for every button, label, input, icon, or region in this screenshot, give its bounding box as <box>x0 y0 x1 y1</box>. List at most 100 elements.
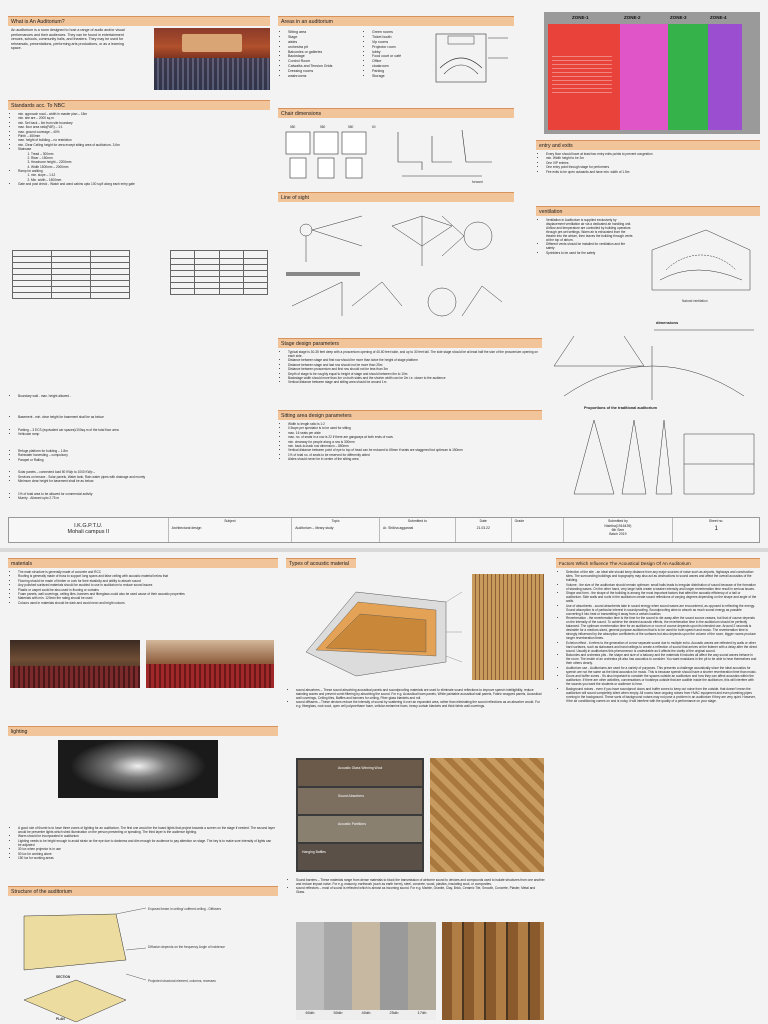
area-item: Green rooms <box>372 30 419 35</box>
materials-item: Foam panels, wall coverings, ceiling til… <box>18 592 275 596</box>
sight-header: Line of sight <box>278 192 514 202</box>
sight-panel: Line of sight <box>278 192 514 332</box>
entry-item: min. Width height to be 2m <box>546 156 757 160</box>
college-line-1: I.K.G.P.T.U. <box>74 523 103 529</box>
submitted-to-value: Ar. Shikha aggarwal <box>383 526 414 530</box>
stage-item: Distance between proscenium and first ro… <box>288 367 539 371</box>
area-item: aisles <box>288 40 361 45</box>
sitting-panel: Sitting area design parameters Width to … <box>278 410 542 510</box>
zone-1-label: ZONE-1 <box>572 15 589 20</box>
entry-item: Fire exits to be open outwards and have … <box>546 170 757 174</box>
nbc-item2: Services on terrace - Solar panels, Wate… <box>18 475 267 479</box>
stage-item: Distance between stage and first row sho… <box>288 358 539 362</box>
submitted-by-heading: Submitted by <box>607 519 628 523</box>
structure-header: Structure of the auditorium <box>8 886 278 896</box>
nbc-item: min. approach road – width in master pla… <box>18 112 267 116</box>
ventilation-panel: ventilation Ventilation in Auditorium is… <box>536 206 760 316</box>
nbc-item2: Rainwater harvesting – compulsory <box>18 453 267 457</box>
factor-item: Reverberation - the reverberation time i… <box>566 616 757 640</box>
wood-slat-photo <box>472 574 544 680</box>
date-heading: Date <box>479 519 487 523</box>
panel-label: Acoustic Glass Winning Wool <box>338 766 383 770</box>
factor-item: Selection of the site - an ideal site sh… <box>566 570 757 582</box>
lighting-panel: lighting <box>8 726 278 818</box>
area-item: Stage <box>288 35 361 40</box>
ramp-item: min. slope – 1:12 <box>31 173 267 177</box>
nbc-item: max. floor area ratio(FAR) – 1:1 <box>18 125 267 129</box>
sitting-list: Width to length ratio is 1:20.5sqm per s… <box>281 422 539 461</box>
areas-list-1: Sitting areaStageaislesorchestra pitBalc… <box>281 30 361 79</box>
acoustic-panels-photo: Acoustic Glass Winning Wool Sound Absorb… <box>296 758 424 872</box>
nbc-item2: Boundary wall - max. height allowed - <box>18 394 267 398</box>
stair-item: Width 1500mm – 2000mm <box>31 165 267 169</box>
sitting-item: 0.5sqm per spectator is to be used for s… <box>288 426 539 430</box>
materials-item: Materials with min. 120min fire rating s… <box>18 596 275 600</box>
area-item: Dressing rooms <box>288 69 361 74</box>
submitted-to-heading: Submitted to <box>407 519 427 523</box>
area-item: Projector room <box>372 45 419 50</box>
materials-photo-1 <box>10 640 140 688</box>
semester-value: 6th Sem <box>611 528 625 532</box>
area-item: Catwalks and Tension Grids <box>288 64 361 69</box>
panel-label: Sound Absorbers <box>338 794 365 798</box>
area-item: Sitting area <box>288 30 361 35</box>
area-item: Balconies or galleries <box>288 50 361 55</box>
materials-item: Colours used in materials should be dark… <box>18 601 275 605</box>
nbc-item2: 1% of total area to be allowed for comme… <box>18 492 267 496</box>
ventilation-caption: Natural ventilation <box>682 299 708 303</box>
nbc-item: max. ground coverage – 40% <box>18 130 267 134</box>
date-value: 21.03.22 <box>476 526 490 530</box>
materials-header: materials <box>8 558 278 568</box>
nbc-item2: Parapet or Railing <box>18 458 267 462</box>
ventilation-list: Ventilation in Auditorium is supplied ex… <box>539 218 633 255</box>
submitted-by-value: Nishtha(1916439) <box>604 524 632 528</box>
nbc-item: min. Set back – 6m from site boundary <box>18 121 267 125</box>
stage-item: Depth of stage to be roughly equal to he… <box>288 372 539 376</box>
grade-heading: Grade <box>514 519 525 523</box>
zone-2-label: ZONE-2 <box>624 15 641 20</box>
db-label: 17db <box>417 1010 427 1015</box>
nbc-gate: Gate and post check - Watch and ward cab… <box>18 182 267 186</box>
nbc-item: max. height of building – no restriction <box>18 138 267 142</box>
lighting-item: Warm should be incorporated in auditoriu… <box>18 834 275 838</box>
factors-header: Factors Which Influence The Acoustical D… <box>556 558 760 568</box>
types-absorbers: sound absorbers – These sound absorbing … <box>296 688 545 700</box>
lighting-photo <box>58 740 218 798</box>
zone-3-area <box>668 24 708 130</box>
structure-diagram: Exposed beam in ceiling/ coffered ceilin… <box>23 907 225 1022</box>
wall-samples-photo: 60db 50db 40db 25db 17db <box>296 922 436 1020</box>
entry-item: Every floor should have at least two ent… <box>546 152 757 156</box>
ventilation-table-right <box>169 250 269 322</box>
zone-4-label: ZONE-4 <box>710 15 727 20</box>
factor-item: Use of absorbents - sound absorbents tak… <box>566 604 757 616</box>
proportions-title: Proportions of the traditional auditoriu… <box>584 406 657 410</box>
ventilation-item: Sprinklers to be used for fire safety <box>546 251 633 255</box>
nbc-item2: Minimum clear height for basement shall … <box>18 479 267 483</box>
materials-item: Flooring should be made of timber or cor… <box>18 579 275 583</box>
dims-panel: dimensions <box>544 318 760 402</box>
zone-2-area <box>620 24 668 130</box>
nbc-item2: Vehicular ramp <box>18 432 267 436</box>
nbc-item2: Parking – 3 ECS (equivalent car spaces)/… <box>18 428 267 432</box>
lighting-item: Lighting needs to be bright enough to av… <box>18 839 275 847</box>
chair-dim-label: 60 <box>372 125 376 129</box>
diffuser-panels-photo <box>430 758 544 872</box>
area-item: Ticket booth <box>372 35 419 40</box>
entry-list: Every floor should have at least two ent… <box>539 152 757 174</box>
dimensions-diagram <box>553 329 754 400</box>
factor-item: Echelon effect - it refers to the genera… <box>566 641 757 653</box>
nbc-staircase: Staircase <box>18 147 267 151</box>
batch-value: Batch 2019 <box>609 532 627 536</box>
stage-item: Vertical distance between stage and sitt… <box>288 380 539 384</box>
nbc-header: Standards acc. To NBC <box>8 100 270 110</box>
line-of-sight-diagram <box>286 215 503 317</box>
materials-item: The main structure is generally made of … <box>18 570 275 574</box>
nbc-item: Plinth – 450mm <box>18 134 267 138</box>
factor-item: Balconies and orchestra pits - the shape… <box>566 653 757 665</box>
chair-dim-label: 580 <box>290 125 296 129</box>
areas-list-2: Green roomsTicket boothVip roomsProjecto… <box>365 30 419 79</box>
area-item: washrooms <box>288 74 361 79</box>
nbc-item2: Basement - min. clear height for basemen… <box>18 415 267 419</box>
stair-item: Riser – 150mm <box>31 156 267 160</box>
types-panel: Types of acoustic material sound absorbe… <box>286 558 548 1024</box>
